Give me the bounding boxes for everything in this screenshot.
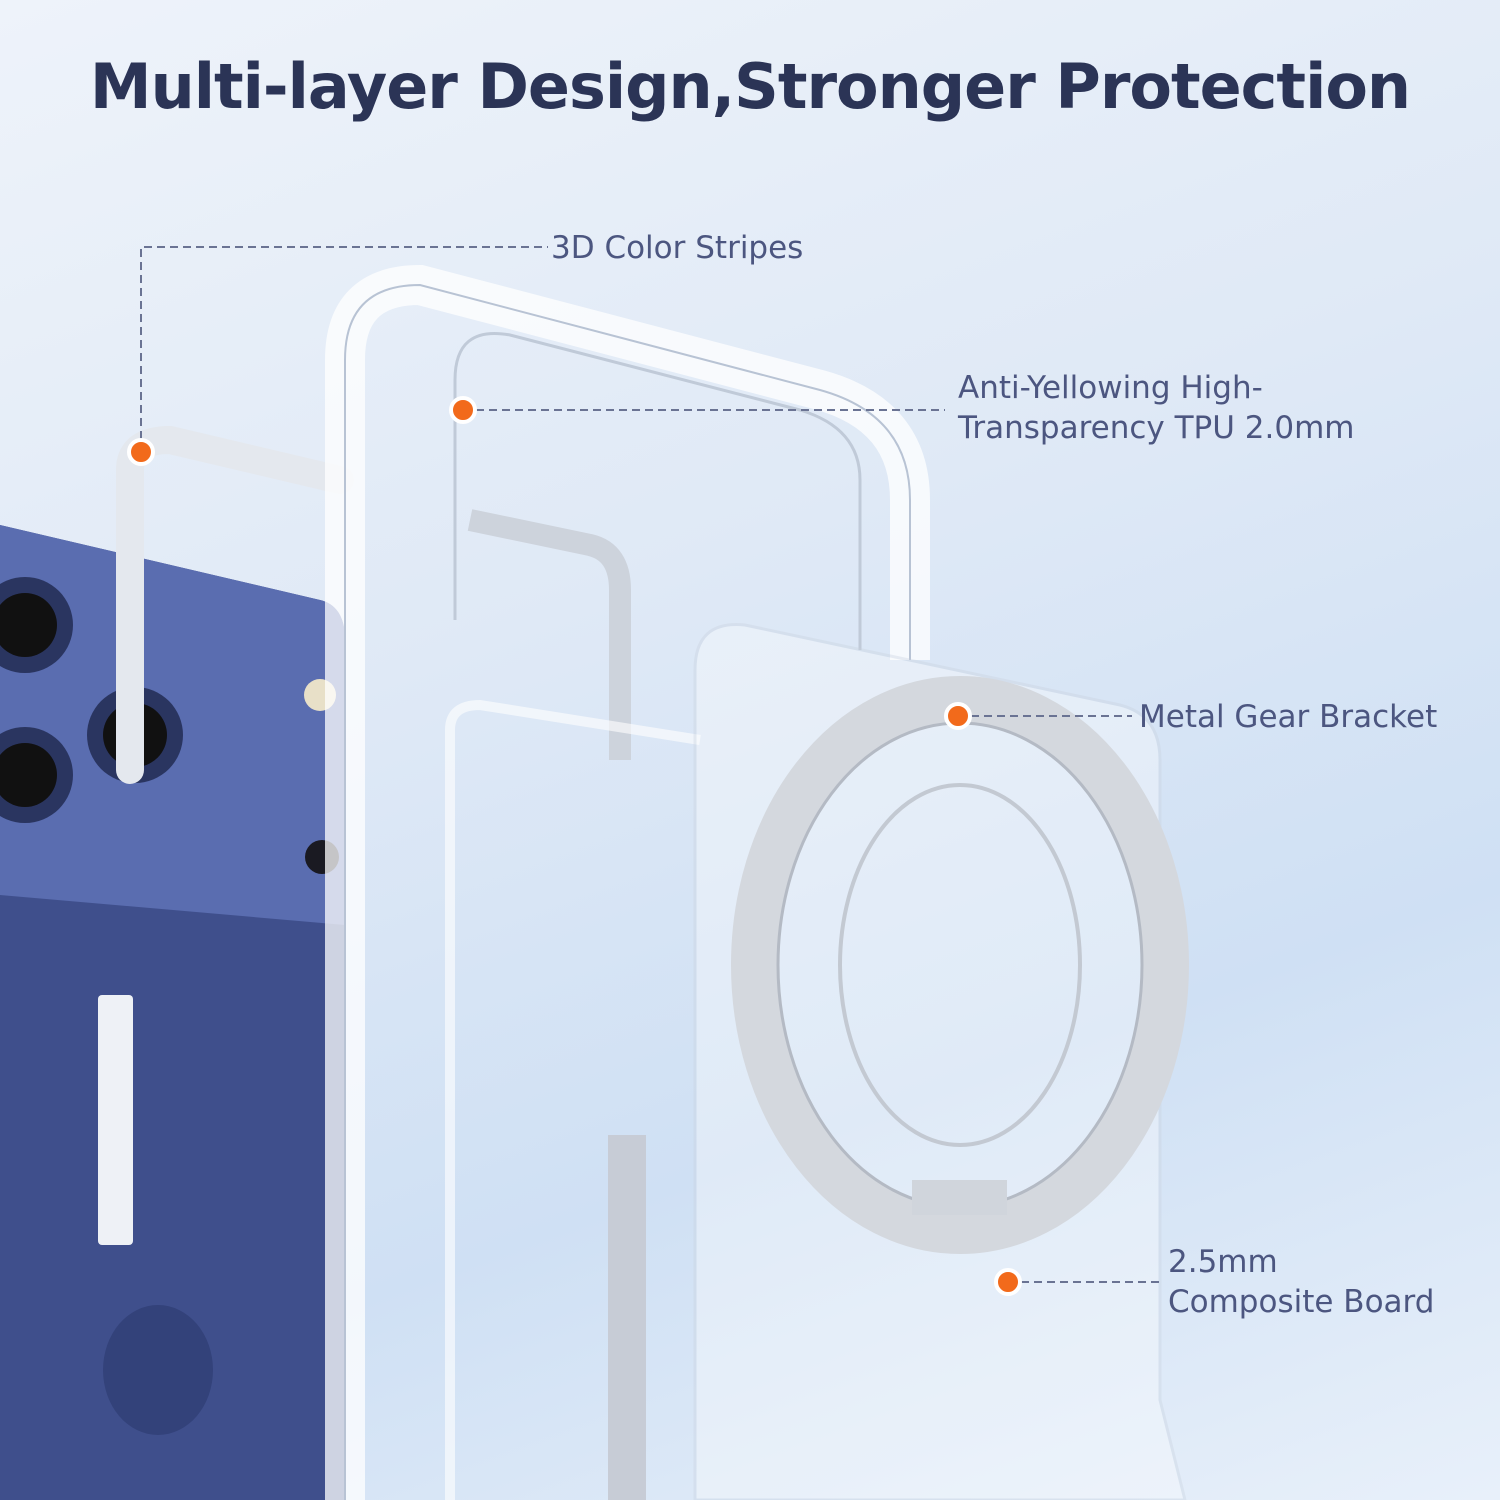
- metal-gear-ring: [731, 676, 1189, 1254]
- page-title: Multi-layer Design,Stronger Protection: [89, 50, 1411, 123]
- callout-tpu: Anti-Yellowing High-Transparency TPU 2.0…: [958, 370, 1355, 446]
- tpu-case: [325, 264, 930, 1500]
- phone: [0, 525, 345, 1500]
- color-stripe: [467, 509, 631, 760]
- color-stripe: [608, 1135, 646, 1500]
- callout-lines: [140, 246, 1160, 1283]
- callout-gear-bracket: Metal Gear Bracket: [1139, 699, 1438, 735]
- callout-color-stripes: 3D Color Stripes: [551, 230, 804, 266]
- callout-dots: [127, 396, 1022, 1296]
